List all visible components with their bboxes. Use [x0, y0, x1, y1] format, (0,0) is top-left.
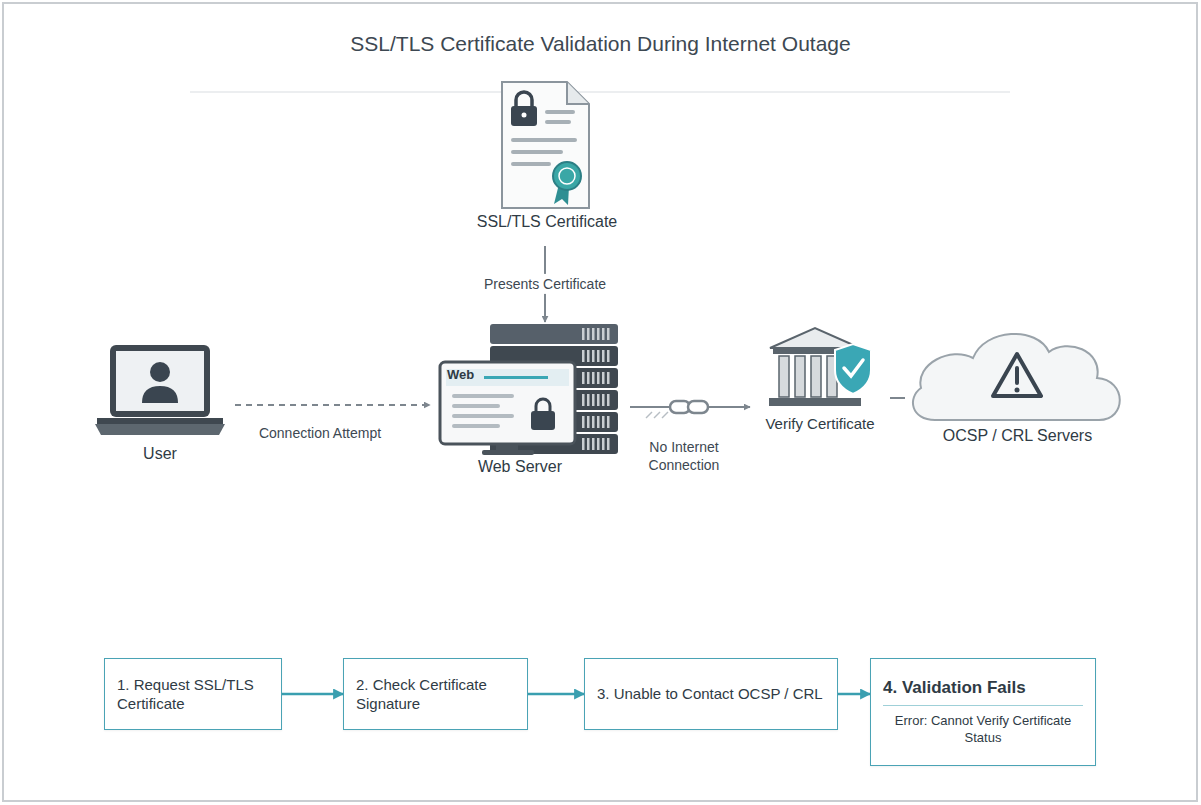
- connector: [235, 404, 430, 406]
- broken-chain-icon: [646, 401, 708, 418]
- node-label: User: [85, 444, 235, 465]
- text-holder: Web Server: [410, 457, 630, 478]
- result-box: 4. Validation FailsError: Cannot Verify …: [870, 658, 1096, 766]
- connector: [282, 693, 343, 696]
- node-label: 4. Validation Fails: [883, 677, 1083, 706]
- user-laptop: User: [85, 340, 235, 475]
- process-box: 1. Request SSL/TLS Certificate: [104, 658, 282, 730]
- certificate-authority-art: [750, 322, 890, 414]
- text-holder: Verify Certificate: [750, 414, 890, 434]
- node-label: Verify Certificate: [750, 414, 890, 434]
- edge-label: Presents Certificate: [480, 274, 610, 294]
- node-label: 1. Request SSL/TLS Certificate: [117, 675, 269, 714]
- certificate-icon-art: [462, 78, 632, 212]
- frame: [3, 3, 1197, 801]
- connector: [528, 693, 584, 696]
- text-holder: SSL/TLS Certificate: [462, 212, 632, 233]
- web-server: Web Server: [430, 322, 630, 484]
- connector: [838, 693, 870, 696]
- diagram-title: SSL/TLS Certificate Validation During In…: [0, 32, 1201, 56]
- edge-label: Connection Attempt: [255, 423, 385, 443]
- ocsp-crl-cloud: OCSP / CRL Servers: [905, 318, 1130, 453]
- node-label: 2. Check Certificate Signature: [356, 675, 515, 714]
- connector: [890, 397, 905, 399]
- node-detail: Error: Cannot Verify Certificate Status: [883, 713, 1083, 747]
- certificate-icon: SSL/TLS Certificate: [462, 78, 632, 246]
- process-box: 2. Check Certificate Signature: [343, 658, 528, 730]
- node-label: 3. Unable to Contact OCSP / CRL: [597, 684, 825, 704]
- process-box: 3. Unable to Contact OCSP / CRL: [584, 658, 838, 730]
- edge-label: No Internet Connection: [630, 437, 738, 475]
- node-label: Web Server: [410, 457, 630, 478]
- text-holder: OCSP / CRL Servers: [905, 426, 1130, 447]
- certificate-authority: Verify Certificate: [750, 322, 890, 446]
- user-laptop-art: [85, 340, 235, 444]
- node-label: OCSP / CRL Servers: [905, 426, 1130, 447]
- title-rule: [190, 91, 1010, 93]
- node-label: SSL/TLS Certificate: [462, 212, 632, 233]
- web-server-art: [430, 322, 630, 457]
- screen-label: Web: [447, 367, 474, 382]
- text-holder: User: [85, 444, 235, 465]
